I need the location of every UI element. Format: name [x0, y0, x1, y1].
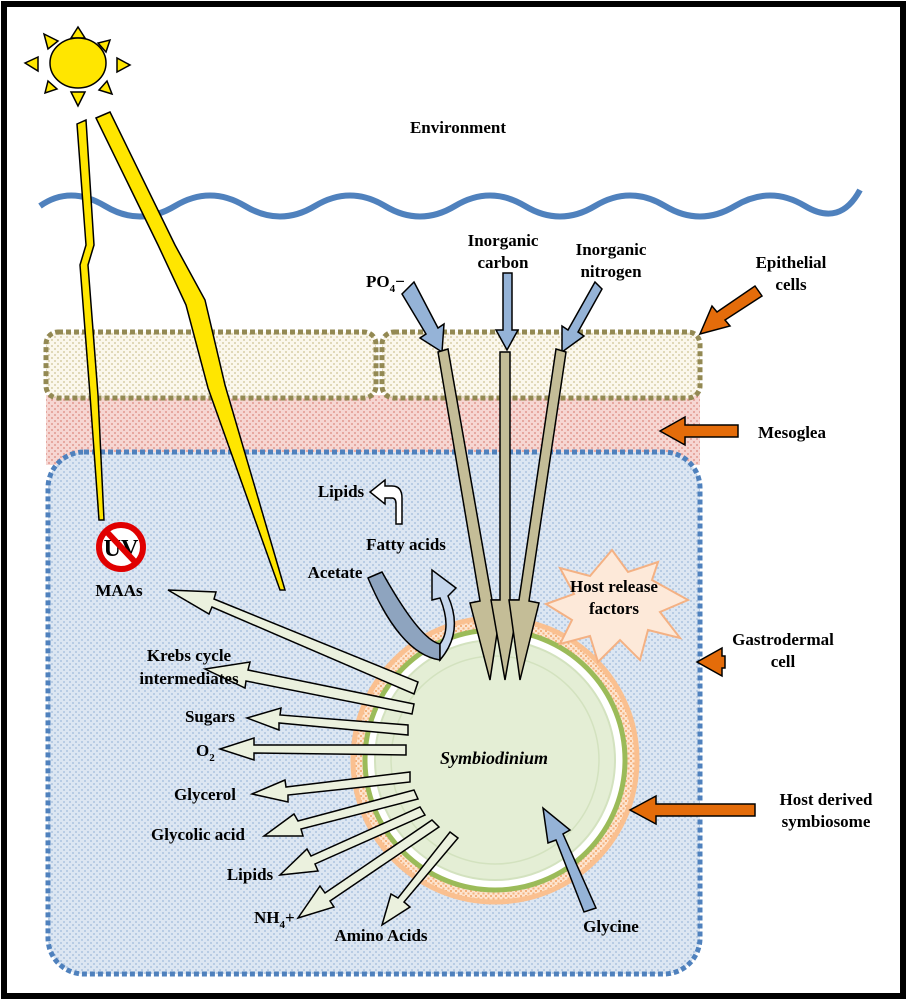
- gastrodermal-cell-label-line1: Gastrodermal: [732, 630, 834, 649]
- uv-light-ray: [76, 118, 105, 521]
- symbiodinium-label: Symbiodinium: [440, 748, 548, 768]
- phosphate-transport-arrow: [437, 348, 503, 681]
- maas-output-arrow: [167, 589, 419, 696]
- glycine-input-arrow: [541, 806, 598, 913]
- epithelial-cells-pointer-arrow: [698, 284, 764, 336]
- nitrogen-transport-arrow: [508, 348, 567, 681]
- inorganic-nitrogen-label-line1: Inorganic: [576, 240, 647, 259]
- krebs-output-arrow: [202, 661, 415, 715]
- output-o2-label: O2: [196, 741, 215, 764]
- output-krebs-label-line1: Krebs cycle: [147, 646, 232, 665]
- mesoglea-label: Mesoglea: [758, 423, 826, 442]
- host-release-factors-label-line1: Host release: [570, 577, 658, 596]
- sugars-output-arrow: [244, 706, 409, 736]
- lipids-up-turn-arrow: [368, 478, 403, 525]
- sunlight-ray: [94, 111, 287, 591]
- host-release-factors-burst: [543, 548, 691, 664]
- glycine-label: Glycine: [583, 917, 639, 936]
- mesoglea-pointer-arrow: [658, 415, 739, 447]
- output-glycolic-acid-label: Glycolic acid: [151, 825, 246, 844]
- epithelial-cells-label-line2: cells: [775, 275, 807, 294]
- lipids-output-arrow: [277, 806, 427, 876]
- host-release-factors-label-line2: factors: [589, 599, 639, 618]
- glycolic-acid-output-arrow: [261, 789, 420, 837]
- o2-output-arrow: [217, 736, 407, 762]
- glycerol-output-arrow: [249, 771, 411, 803]
- lipid-pathway-fatty-acids: Fatty acids: [366, 535, 446, 554]
- lipid-pathway-acetate: Acetate: [308, 563, 363, 582]
- host-derived-symbiosome-label-line2: symbiosome: [782, 812, 871, 831]
- sun-icon: [23, 25, 132, 108]
- inorganic-carbon-label-line2: carbon: [478, 253, 530, 272]
- symbiosome-pointer-arrow: [628, 794, 756, 826]
- host-derived-symbiosome-label-line1: Host derived: [779, 790, 873, 809]
- carbon-transport-arrow: [490, 351, 520, 681]
- output-krebs-label-line2: intermediates: [139, 669, 239, 688]
- carbon-input-arrow: [494, 272, 520, 352]
- gastrodermal-cell-label-line2: cell: [771, 652, 796, 671]
- environment-label: Environment: [410, 118, 506, 137]
- lipid-pathway-lipids: Lipids: [318, 482, 365, 501]
- inorganic-nitrogen-label-line2: nitrogen: [580, 262, 642, 281]
- output-maas-label: MAAs: [95, 581, 143, 600]
- nh4-output-arrow: [296, 819, 441, 920]
- output-nh4-label: NH4+: [254, 908, 295, 931]
- water-surface-line: [38, 188, 863, 220]
- fatty-acids-curved-arrow: [431, 568, 458, 663]
- output-lipids-label: Lipids: [227, 865, 274, 884]
- output-amino-acids-label: Amino Acids: [334, 926, 427, 945]
- amino-acids-output-arrow: [380, 830, 460, 927]
- epithelial-cell-right: [379, 329, 703, 401]
- inorganic-carbon-label-line1: Inorganic: [468, 231, 539, 250]
- symbiodinium-inner-membrane: [390, 655, 600, 865]
- gastrodermal-pointer-arrow: [695, 646, 726, 678]
- output-sugars-label: Sugars: [185, 707, 235, 726]
- output-glycerol-label: Glycerol: [174, 785, 236, 804]
- phosphate-label: PO4−: [366, 272, 405, 295]
- uv-blocked-icon: UV: [96, 522, 146, 572]
- nitrogen-input-arrow: [561, 280, 603, 354]
- epithelial-cells-label-line1: Epithelial: [756, 253, 827, 272]
